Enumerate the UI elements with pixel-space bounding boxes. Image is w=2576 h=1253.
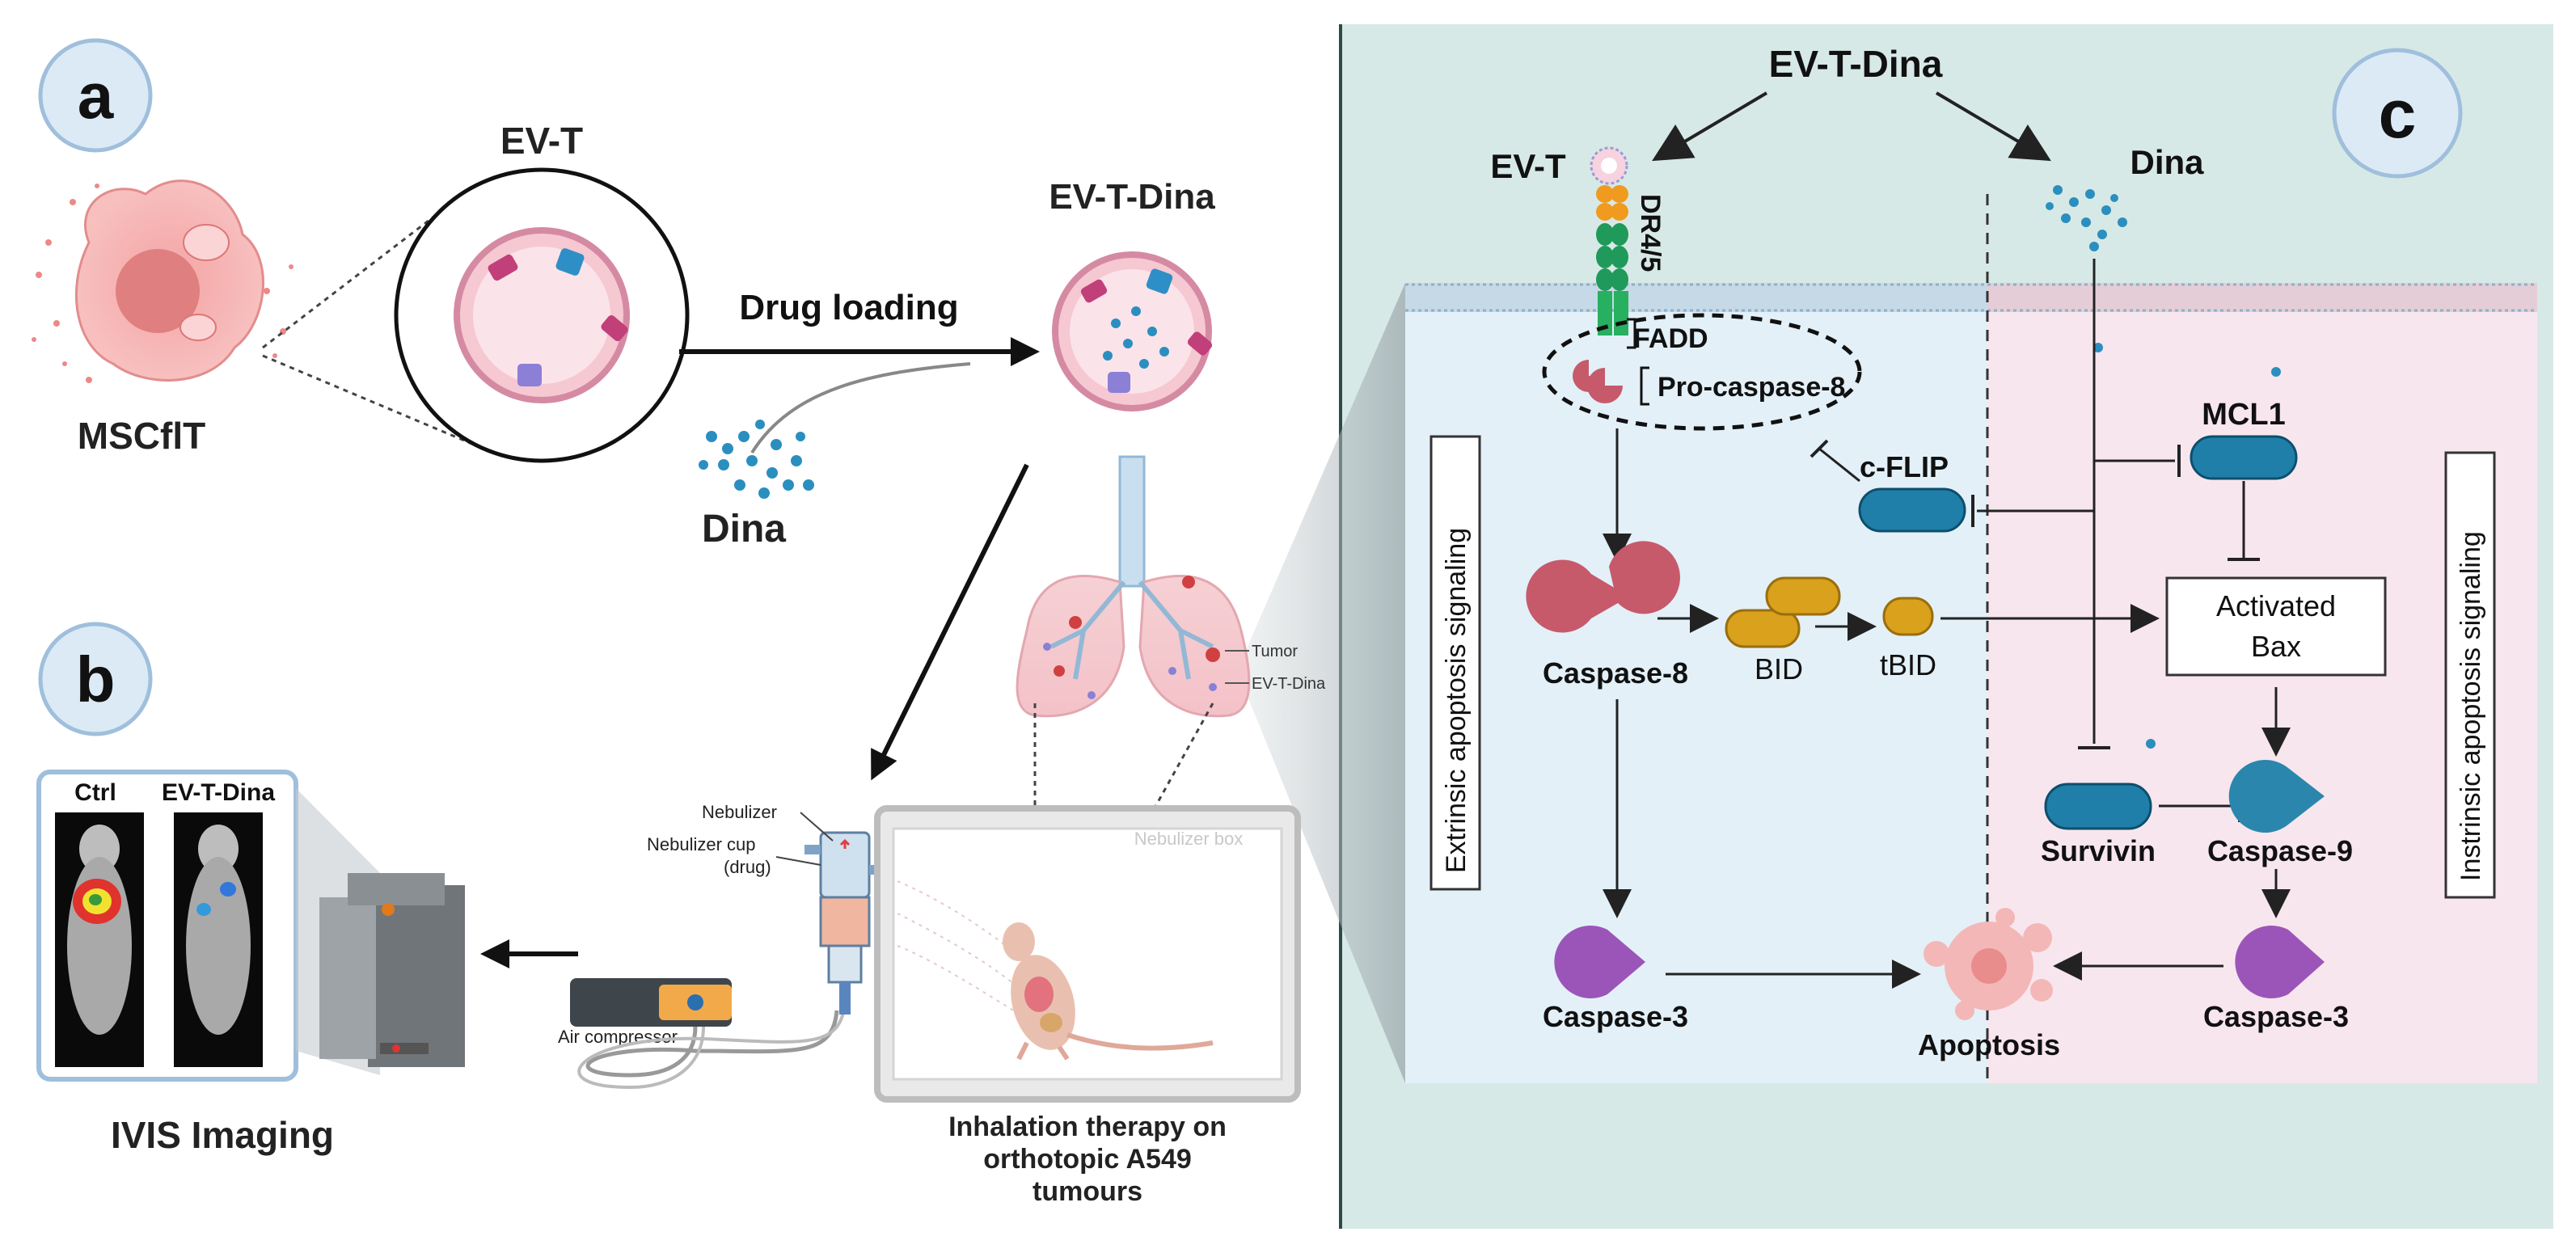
dina-node-label: Dina [2130, 143, 2204, 181]
ev-t-small-icon [1590, 146, 1628, 185]
nebulizer-cup-label-2: (drug) [724, 857, 771, 877]
therapy-label-3: tumours [1033, 1176, 1142, 1207]
therapy-label-2: orthotopic A549 [983, 1144, 1192, 1175]
survivin-label: Survivin [2041, 834, 2156, 867]
survivin-protein [2044, 783, 2152, 830]
panel-b: b Ctrl EV-T-Dina [36, 622, 1301, 1207]
top-ev-t-dina-label: EV-T-Dina [1769, 43, 1943, 85]
caspase3-right-icon [2235, 925, 2325, 998]
activated-bax-label-1: Activated [2216, 589, 2336, 622]
mcl1-label: MCL1 [2202, 398, 2285, 432]
apoptosis-cell-icon [1924, 908, 2053, 1020]
dr45-receptor-icon [1596, 185, 1628, 335]
dina-label: Dina [702, 508, 786, 551]
mcl1-protein [2190, 435, 2298, 480]
activated-bax-box [2165, 576, 2387, 677]
procaspase8-label: Pro-caspase-8 [1658, 372, 1845, 403]
intrinsic-label-box [2444, 451, 2496, 899]
extrinsic-label-box [1429, 435, 1481, 891]
ivis-machine-icon [319, 873, 465, 1067]
caspase9-label: Caspase-9 [2207, 834, 2353, 867]
extrinsic-label: Extrinsic apoptosis signaling [1441, 528, 1472, 873]
air-compressor-icon [570, 978, 732, 1027]
caspase8-label: Caspase-8 [1543, 656, 1688, 690]
caspase3-right-label: Caspase-3 [2203, 1000, 2349, 1033]
nebulizer-cup-label-1: Nebulizer cup [647, 834, 756, 854]
zoom-cone [1237, 283, 1405, 1083]
dina-molecules-icon [699, 420, 814, 499]
msc-cell-label: MSCflT [78, 415, 205, 457]
bid-label: BID [1755, 652, 1803, 686]
nebulizer-box [874, 805, 1301, 1103]
tbid-label: tBID [1880, 648, 1936, 681]
mouse-silhouette-ctrl [67, 825, 132, 1035]
caspase9-icon [2228, 760, 2325, 833]
panel-a-label: a [78, 60, 114, 132]
caspase8-icon [1609, 541, 1680, 614]
fadd-label: FADD [1633, 323, 1708, 354]
bid-icon [1725, 576, 1841, 648]
tumor-label: Tumor [1252, 643, 1298, 660]
drug-loading-label: Drug loading [739, 288, 958, 327]
cflip-protein [1858, 487, 1966, 533]
panel-c-badge [2332, 48, 2463, 179]
panel-b-badge [38, 622, 153, 736]
caspase3-left-icon [1554, 925, 1645, 998]
cflip-label: c-FLIP [1860, 450, 1949, 483]
apoptosis-label: Apoptosis [1918, 1028, 2060, 1061]
intrinsic-label: Instrinsic apoptosis signaling [2456, 531, 2486, 881]
nebulizer-box-label: Nebulizer box [1134, 829, 1244, 849]
ev-vesicle-icon [454, 227, 630, 403]
ivis-imaging-label: IVIS Imaging [111, 1114, 334, 1156]
tbid-icon [1882, 597, 1934, 636]
disc-complex [1542, 313, 1862, 431]
panel-c-content: c EV-T-Dina EV-T Dina DR [1429, 43, 2496, 1061]
activated-bax-label-2: Bax [2251, 630, 2301, 663]
therapy-label-1: Inhalation therapy on [948, 1112, 1227, 1142]
nebulizer-label: Nebulizer [702, 802, 777, 822]
treated-label: EV-T-Dina [162, 779, 275, 806]
caspase3-left-label: Caspase-3 [1543, 1000, 1688, 1033]
lung-ev-label: EV-T-Dina [1252, 675, 1326, 693]
panel-a: a MSCflT EV-T [32, 38, 1215, 551]
air-compressor-label: Air compressor [558, 1027, 678, 1047]
ctrl-label: Ctrl [74, 779, 116, 806]
panel-a-badge [38, 38, 153, 153]
ev-t-label: EV-T [500, 120, 583, 162]
ev-t-dina-vesicle-icon [1052, 251, 1213, 411]
lung-icon [1016, 455, 1251, 718]
ev-t-node-label: EV-T [1490, 147, 1566, 185]
msc-cell-icon [32, 179, 293, 383]
panel-c-label: c [2379, 76, 2417, 152]
panel-b-label: b [76, 643, 116, 715]
dina-small-icon [2046, 185, 2281, 749]
ev-t-dina-label: EV-T-Dina [1049, 177, 1215, 217]
dr45-label: DR4/5 [1635, 194, 1666, 272]
procaspase8-icon [1573, 360, 1623, 403]
extrinsic-region [1405, 283, 1987, 1083]
cell-membrane-right [1987, 283, 2537, 312]
mouse-icon [1003, 922, 1214, 1061]
mouse-silhouette-treated [186, 825, 251, 1035]
